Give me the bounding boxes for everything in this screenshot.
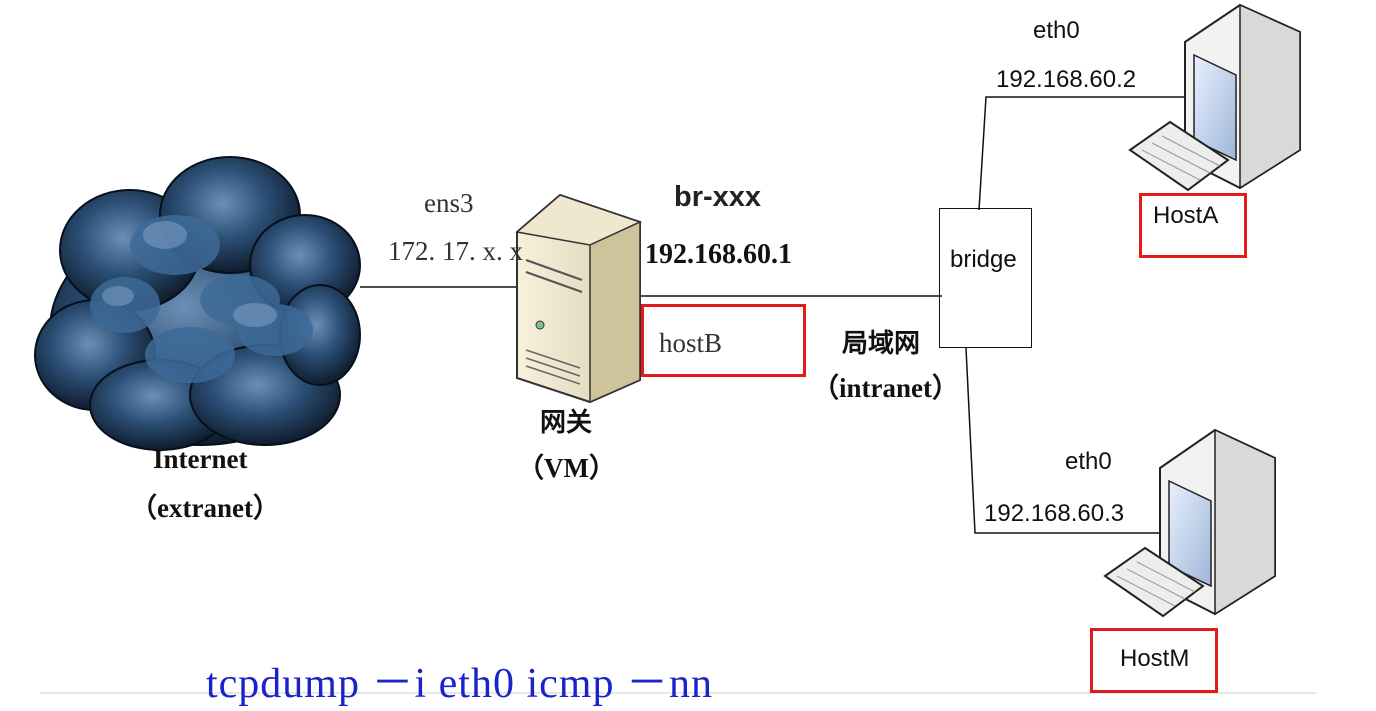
- br-xxx-label: br-xxx: [674, 181, 762, 213]
- hostA-ip-label: 192.168.60.2: [996, 66, 1137, 93]
- hostA-iface-label: eth0: [1033, 17, 1080, 44]
- hostM-ip-label: 192.168.60.3: [984, 500, 1125, 527]
- cloud-icon: [34, 156, 361, 451]
- gateway-sublabel: （VM）: [517, 453, 616, 483]
- hostM-highlight-box: [1090, 628, 1218, 693]
- computer-icon-hostM: [1103, 428, 1276, 618]
- bridge-hostM-link: [965, 347, 1163, 534]
- ens3-ip-label: 172. 17. x. x: [388, 236, 523, 266]
- hostB-label: hostB: [659, 328, 723, 358]
- connection-lines: [360, 96, 1187, 534]
- hostB-highlight-box: [641, 304, 806, 377]
- hostA-label: HostA: [1153, 202, 1219, 229]
- gateway-bridge-ip-label: 192.168.60.1: [645, 239, 792, 270]
- internet-sublabel: （extranet）: [130, 493, 280, 523]
- bridge-hostA-link: [978, 96, 1187, 211]
- gateway-label: 网关: [540, 407, 593, 437]
- bridge-node: [939, 208, 1032, 348]
- ens3-label: ens3: [424, 188, 474, 218]
- lan-sublabel: （intranet）: [812, 373, 959, 403]
- server-icon: [515, 193, 643, 404]
- hostM-label: HostM: [1120, 645, 1190, 672]
- bridge-label: bridge: [950, 246, 1017, 273]
- tcpdump-command: tcpdump －i eth0 icmp －nn: [206, 661, 713, 707]
- hostM-iface-label: eth0: [1065, 448, 1112, 475]
- computer-icon-hostA: [1128, 3, 1301, 192]
- hostA-highlight-box: [1139, 193, 1247, 258]
- internet-label: Internet: [153, 444, 248, 474]
- lan-label: 局域网: [842, 328, 921, 358]
